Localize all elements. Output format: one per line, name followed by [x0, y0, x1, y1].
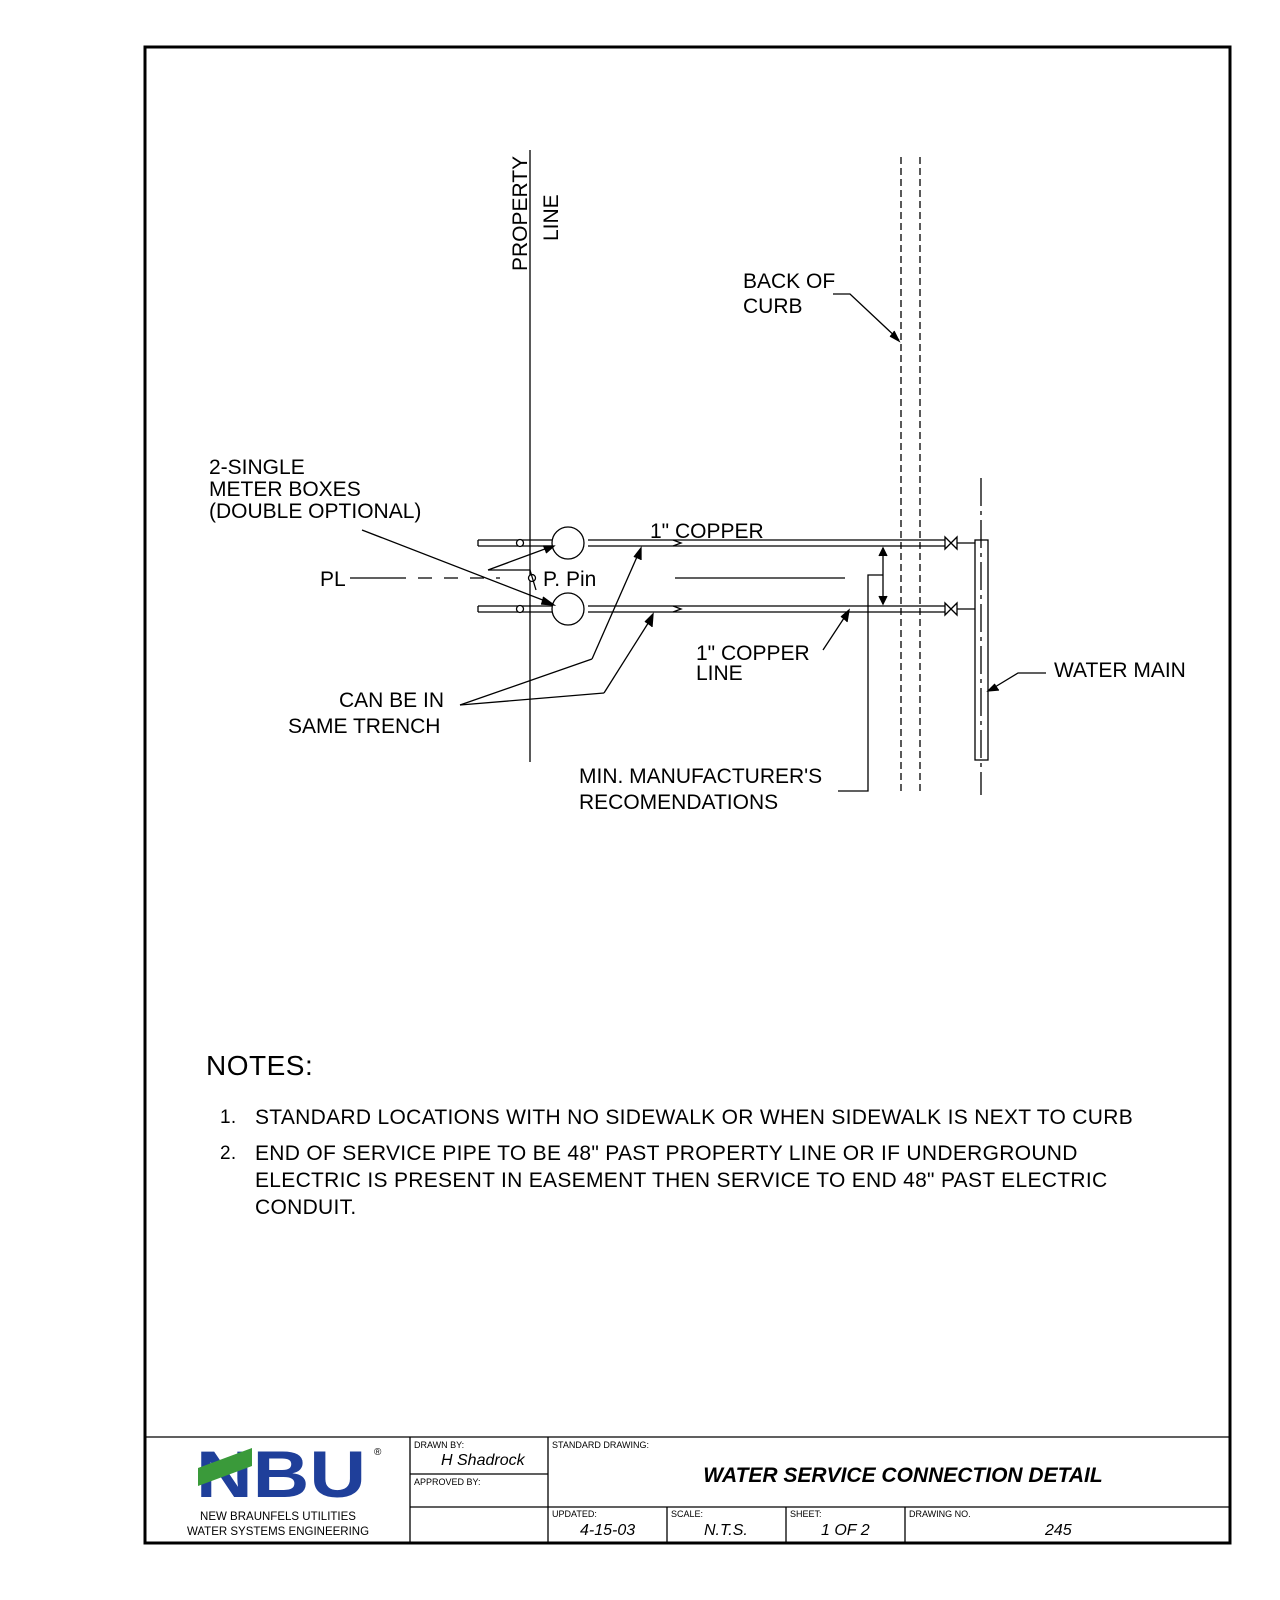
- label-copper-line-1: 1" COPPER: [696, 642, 810, 665]
- note-text: STANDARD LOCATIONS WITH NO SIDEWALK OR W…: [255, 1106, 1134, 1129]
- note-number: 2.: [220, 1143, 237, 1164]
- note-text: END OF SERVICE PIPE TO BE 48" PAST PROPE…: [255, 1142, 1108, 1219]
- label-can-be-in: CAN BE IN: [339, 689, 444, 712]
- logo-swoosh: [198, 1448, 252, 1486]
- note-item: 1. STANDARD LOCATIONS WITH NO SIDEWALK O…: [206, 1104, 1166, 1131]
- label-pl: PL: [320, 568, 346, 591]
- label-water-main: WATER MAIN: [1054, 659, 1186, 682]
- org-line-1: NEW BRAUNFELS UTILITIES: [200, 1511, 356, 1523]
- label-copper-line-2: LINE: [696, 662, 743, 685]
- meter-box-bottom: [551, 592, 585, 626]
- sheet-label: SHEET:: [790, 1509, 822, 1519]
- label-property-line: LINE: [540, 194, 563, 241]
- label-same-trench: SAME TRENCH: [288, 715, 440, 738]
- label-2-single: 2-SINGLE: [209, 456, 305, 479]
- drawing-no-label: DRAWING NO.: [909, 1509, 971, 1519]
- scale-value: N.T.S.: [704, 1522, 748, 1539]
- label-property: PROPERTY: [509, 156, 532, 271]
- label-double-optional: (DOUBLE OPTIONAL): [209, 500, 421, 523]
- drawn-by-label: DRAWN BY:: [414, 1440, 464, 1450]
- drawing-no-value: 245: [1044, 1522, 1072, 1539]
- notes-section: NOTES: 1. STANDARD LOCATIONS WITH NO SID…: [206, 1050, 1166, 1230]
- label-meter-boxes: METER BOXES: [209, 478, 361, 501]
- drawing-title: WATER SERVICE CONNECTION DETAIL: [703, 1464, 1102, 1487]
- sheet-border: [143, 45, 1232, 1545]
- label-back-of: BACK OF: [743, 270, 835, 293]
- registered-mark: ®: [374, 1447, 382, 1458]
- nbu-logo: NBU ®: [196, 1437, 382, 1511]
- notes-title: NOTES:: [206, 1050, 314, 1081]
- meter-box-top: [551, 526, 585, 560]
- label-p-pin: P. Pin: [543, 568, 596, 591]
- sheet-value: 1 OF 2: [821, 1522, 870, 1539]
- org-line-2: WATER SYSTEMS ENGINEERING: [187, 1526, 369, 1538]
- label-min-manufacturers: MIN. MANUFACTURER'S: [579, 765, 822, 788]
- water-main-pipe: [974, 539, 989, 761]
- standard-drawing-label: STANDARD DRAWING:: [552, 1440, 649, 1450]
- updated-value: 4-15-03: [580, 1522, 635, 1539]
- note-item: 2. END OF SERVICE PIPE TO BE 48" PAST PR…: [206, 1140, 1166, 1221]
- approved-by-label: APPROVED BY:: [414, 1477, 481, 1487]
- note-number: 1.: [220, 1107, 237, 1128]
- drawn-by-value: H Shadrock: [441, 1452, 526, 1469]
- label-recomendations: RECOMENDATIONS: [579, 791, 778, 814]
- updated-label: UPDATED:: [552, 1509, 597, 1519]
- diagram-labels: PROPERTY LINE BACK OF CURB 2-SINGLE METE…: [209, 156, 1186, 814]
- scale-label: SCALE:: [671, 1509, 703, 1519]
- label-copper-top: 1" COPPER: [650, 520, 764, 543]
- title-block: [145, 1436, 1230, 1543]
- service-diagram: [350, 150, 1046, 795]
- label-curb: CURB: [743, 295, 803, 318]
